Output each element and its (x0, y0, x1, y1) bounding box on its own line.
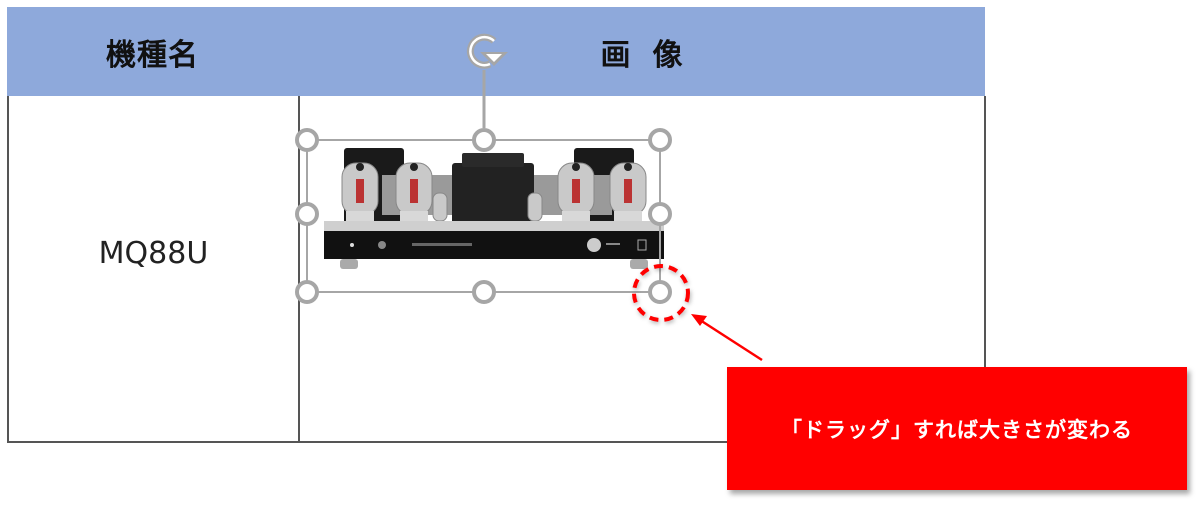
resize-handle-middle-left[interactable] (295, 202, 319, 226)
header-model-name: 機種名 (106, 37, 199, 73)
amplifier-image[interactable] (322, 145, 666, 273)
resize-handle-bottom-center[interactable] (472, 280, 496, 304)
resize-handle-bottom-left[interactable] (295, 280, 319, 304)
callout-text: 「ドラッグ」すれば大きさが変わる (781, 417, 1133, 442)
highlight-circle (632, 264, 690, 322)
arrow-icon (691, 314, 763, 362)
header-image: 画像 (600, 37, 705, 73)
resize-handle-top-left[interactable] (295, 128, 319, 152)
resize-handle-bottom-right[interactable] (648, 280, 672, 304)
callout-box: 「ドラッグ」すれば大きさが変わる (727, 367, 1187, 490)
table-header: 機種名 画像 (7, 7, 985, 96)
resize-handle-top-right[interactable] (648, 128, 672, 152)
model-name-cell: MQ88U (98, 236, 209, 271)
rotate-icon[interactable] (466, 33, 508, 69)
table-body: MQ88U (7, 96, 986, 443)
resize-handle-middle-right[interactable] (648, 202, 672, 226)
resize-handle-top-center[interactable] (472, 128, 496, 152)
column-divider (298, 96, 300, 441)
